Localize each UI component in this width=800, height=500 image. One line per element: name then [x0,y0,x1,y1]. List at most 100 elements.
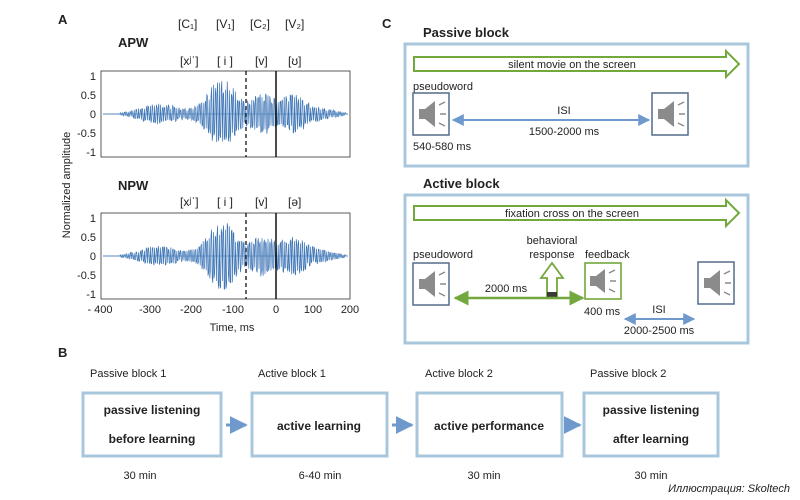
block-1-box [81,391,223,458]
passive-isi-range: 1500-2000 ms [529,126,600,138]
block-1-line-1: passive listening [104,403,201,417]
passive-block-title: Passive block [423,25,510,40]
feedback-label: feedback [585,249,630,261]
speaker-icon [412,92,450,136]
npw-phoneme-4: [ə] [288,195,301,209]
block-3-header: Active block 2 [425,368,493,380]
apw-ytick: 0 [90,109,96,121]
apw-title: APW [118,35,149,50]
passive-banner-text: silent movie on the screen [508,59,636,71]
block-3-duration: 30 min [467,470,500,482]
npw-waveform [103,223,348,290]
panel-c-label: C [382,16,392,31]
panel-a-label: A [58,12,68,27]
apw-ytick: -0.5 [77,128,96,140]
passive-isi-label: ISI [557,105,570,117]
waveform-trace [103,81,348,143]
block-2-duration: 6-40 min [299,470,342,482]
npw-waveform-plot: 1 0.5 0 -0.5 -1 - 400 -300 -200 -100 0 1… [77,212,359,316]
npw-ytick: -1 [86,289,96,301]
npw-phoneme-1: [xʲˈ] [180,195,199,209]
xtick: 200 [341,304,359,316]
block-2-box [250,391,389,458]
block-1-duration: 30 min [123,470,156,482]
block-3-box [415,391,564,458]
phoneme-class-headers: [C₁] [V₁] [C₂] [V₂] [178,17,304,31]
apw-ytick: 0.5 [81,90,96,102]
x-axis-label: Time, ms [210,322,255,334]
speaker-icon [412,262,450,306]
passive-stimulus-label: pseudoword [413,81,473,93]
apw-phoneme-3: [v] [255,54,268,68]
passive-banner-arrow [413,48,741,80]
block-4-duration: 30 min [634,470,667,482]
apw-axes-frame [100,70,351,158]
waveform-trace [103,223,348,290]
active-banner-arrow [413,197,741,229]
active-isi-range: 2000-2500 ms [624,325,695,337]
npw-ytick: 0.5 [81,232,96,244]
npw-phoneme-3: [v] [255,195,268,209]
x-axis-ticks: - 400 -300 -200 -100 0 100 200 [87,304,359,316]
npw-ytick: 1 [90,213,96,225]
apw-phoneme-1: [xʲˈ] [180,54,199,68]
apw-waveform [103,81,348,143]
image-credit: Иллюстрация: Skoltech [668,483,790,495]
npw-phonemes: [xʲˈ] [ i ] [v] [ə] [180,195,301,209]
block-1-line-2: before learning [109,432,196,446]
active-banner-text: fixation cross on the screen [505,208,639,220]
block-1-header: Passive block 1 [90,368,166,380]
npw-title: NPW [118,178,149,193]
npw-yticks: 1 0.5 0 -0.5 -1 [77,213,96,301]
block-4-line-1: passive listening [603,403,700,417]
xtick: -300 [139,304,161,316]
phoneme-class-c1: [C₁] [178,17,197,31]
phoneme-class-v1: [V₁] [216,17,235,31]
block-4-line-2: after learning [613,432,689,446]
npw-axes-frame [100,212,351,300]
response-window-label: 2000 ms [485,283,528,295]
block-4-header: Passive block 2 [590,368,666,380]
apw-phoneme-2: [ i ] [217,54,233,68]
panel-b-label: B [58,345,67,360]
active-isi-label: ISI [652,304,665,316]
y-axis-label: Normalized amplitude [61,132,73,238]
behavioral-response-line-2: response [529,249,574,261]
phoneme-class-v2: [V₂] [285,17,304,31]
block-4: Passive block 2 passive listening after … [582,368,720,482]
block-2-header: Active block 1 [258,368,326,380]
speaker-icon [697,261,735,305]
block-4-box [582,391,720,458]
feedback-duration-label: 400 ms [584,306,621,318]
passive-stimulus-duration: 540-580 ms [413,141,472,153]
npw-ytick: -0.5 [77,270,96,282]
behavioral-response-line-1: behavioral [527,235,578,247]
apw-phoneme-4: [ʊ] [288,54,302,68]
phoneme-class-c2: [C₂] [250,17,270,31]
active-block-diagram: Active block fixation cross on the scree… [403,176,750,345]
npw-ytick: 0 [90,251,96,263]
xtick: -200 [180,304,202,316]
block-2: Active block 1 active learning 6-40 min [250,368,389,482]
feedback-speaker-icon [584,262,622,300]
xtick: 100 [304,304,322,316]
active-stimulus-label: pseudoword [413,249,473,261]
apw-yticks: 1 0.5 0 -0.5 -1 [77,71,96,159]
xtick: - 400 [87,304,112,316]
speaker-icon [651,92,689,136]
npw-phoneme-2: [ i ] [217,195,233,209]
apw-ytick: 1 [90,71,96,83]
apw-phonemes: [xʲˈ] [ i ] [v] [ʊ] [180,54,302,68]
apw-waveform-plot: 1 0.5 0 -0.5 -1 [77,70,351,159]
active-block-title: Active block [423,176,500,191]
block-1: Passive block 1 passive listening before… [81,368,223,482]
passive-block-diagram: Passive block silent movie on the screen… [403,25,750,168]
block-3: Active block 2 active performance 30 min [415,368,564,482]
block-2-line-1: active learning [277,419,361,433]
xtick: -100 [222,304,244,316]
apw-ytick: -1 [86,147,96,159]
block-3-line-1: active performance [434,419,544,433]
xtick: 0 [273,304,279,316]
